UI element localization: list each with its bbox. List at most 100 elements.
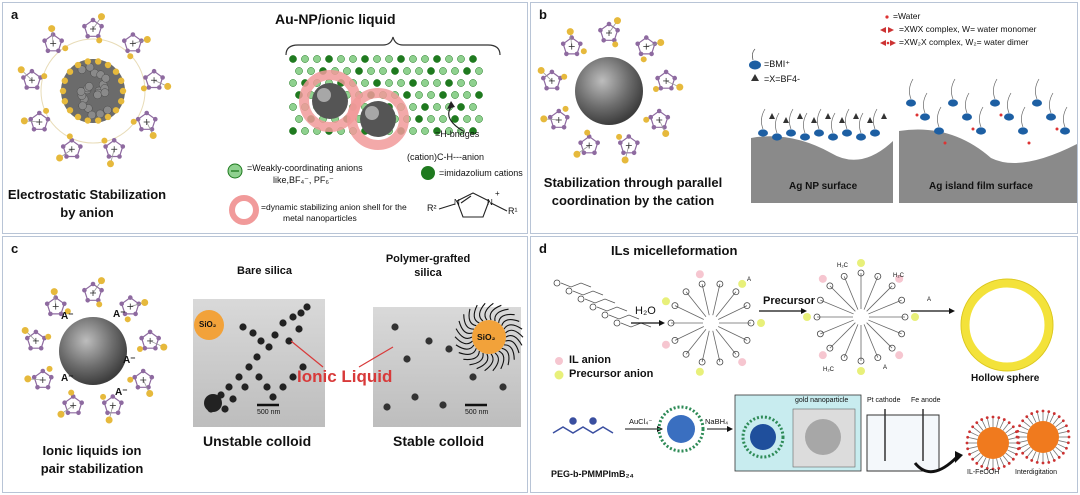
il-feooh-label: IL-FeOOH — [967, 469, 1000, 476]
panel-c-caption-line2: pair stabilization — [40, 461, 144, 476]
panel-label-b: b — [539, 7, 547, 22]
structure-n2: N — [487, 198, 493, 207]
panel-d: d — [530, 236, 1078, 493]
surface-right-label: Ag island film surface — [929, 181, 1033, 192]
precursor-label: Precursor — [763, 295, 815, 307]
gold-np-label: gold nanoparticle — [795, 397, 849, 404]
imidazolium-marker — [421, 166, 435, 180]
ionic-liquid-lattice — [289, 55, 483, 135]
panel-a-title: Au-NP/ionic liquid — [275, 11, 396, 27]
micelle-anion-mark: H₂C — [893, 273, 904, 279]
surface-left-label: Ag NP surface — [789, 181, 858, 192]
legend-anions-line2: like,BF₄⁻, PF₆⁻ — [273, 175, 334, 185]
cation-ring — [537, 17, 684, 164]
sio2-right-label: SiO₂ — [477, 332, 496, 342]
panel-b: b =BMI⁺ =X=BF4- =Water — [530, 2, 1078, 234]
anion-label: A⁻ — [61, 373, 74, 384]
sio2-bare-sphere — [194, 310, 224, 340]
polymer-micelle — [657, 405, 705, 453]
brace — [285, 36, 501, 56]
micelle-anion-mark: H₂C — [837, 263, 848, 269]
silica-aggregate — [204, 303, 311, 413]
micelle-anion-mark: A — [883, 365, 888, 371]
anion-label: A⁻ — [115, 387, 128, 398]
h2o-label: H₂O — [635, 305, 656, 317]
legend-xwx: =XWX complex, W= water monomer — [899, 24, 1037, 34]
lattice-nanoparticle-1 — [312, 83, 348, 119]
ion-pair-ring — [21, 277, 168, 424]
il-anion-label: IL anion — [569, 354, 611, 366]
panel-c: c Bare silica Polymer-grafted silica SiO… — [2, 236, 528, 493]
panel-c-graphics — [21, 277, 168, 424]
peg-label: PEG-b-PMMPImB₂₄ — [551, 469, 634, 479]
panel-label-d: d — [539, 241, 547, 256]
hollow-sphere-label: Hollow sphere — [971, 373, 1040, 384]
structure-r1: R¹ — [508, 206, 518, 216]
structure-r2: R² — [427, 203, 437, 213]
micelle-1 — [661, 270, 765, 376]
legend-cations: =imidazolium cations — [439, 168, 523, 178]
grafted-title-line1: Polymer-grafted — [385, 253, 471, 265]
aucl4-label: AuCl₄⁻ — [629, 417, 653, 426]
micelle-anion-mark: A — [927, 297, 932, 303]
anion-triangle-marker — [751, 74, 759, 81]
lattice-nanoparticle-2 — [360, 101, 396, 137]
grafted-title-line2: silica — [414, 267, 442, 279]
micelle-2 — [803, 259, 919, 375]
panel-a-graphics — [17, 13, 508, 225]
anion-label: A⁻ — [123, 355, 136, 366]
sio2-left-label: SiO₂ — [199, 320, 217, 329]
legend-ch-anion: (cation)C-H---anion — [407, 152, 485, 162]
legend-xw2x: =XW₂X complex, W₂= water dimer — [899, 37, 1029, 47]
panel-b-caption-line1: Stabilization through parallel — [543, 175, 723, 190]
nabh4-label: NaBH₄ — [705, 417, 729, 426]
legend-anions-line1: =Weakly-coordinating anions — [247, 163, 363, 173]
interdigitation-label: Interdigitation — [1015, 469, 1058, 476]
panel-c-overlay — [194, 302, 524, 413]
legend-h-bridges: =H-bridges — [435, 129, 480, 139]
electro-cell — [866, 414, 940, 472]
ionic-liquid-label: Ionic Liquid — [297, 367, 393, 386]
panel-d-title: ILs micelleformation — [611, 243, 738, 258]
colloid-sphere — [59, 317, 127, 385]
bmi-marker — [749, 60, 761, 70]
legend-bmi: =BMI⁺ — [764, 59, 791, 69]
panel-label-c: c — [11, 241, 19, 256]
ag-np-surface — [751, 136, 893, 203]
scale-label-left: 500 nm — [257, 409, 281, 416]
legend-shell-line2: metal nanoparticles — [283, 213, 357, 223]
legend-x: =X=BF4- — [764, 74, 801, 84]
panel-b-graphics — [537, 15, 1077, 203]
ag-island-surface — [899, 129, 1077, 203]
legend-shell-line1: =dynamic stabilizing anion shell for the — [261, 202, 407, 212]
peg-polymer — [552, 417, 614, 434]
panel-a-caption-line1: Electrostatic Stabilization — [7, 187, 167, 202]
panel-label-a: a — [11, 7, 19, 22]
h-bridge-arrow — [448, 106, 464, 132]
il-feooh-particles — [965, 409, 1071, 471]
precursor-anion-label: Precursor anion — [569, 368, 654, 380]
stable-colloid-label: Stable colloid — [393, 433, 485, 449]
scale-label-right: 500 nm — [465, 409, 489, 416]
precursor-anion-marker — [554, 370, 564, 380]
fe-anode-label: Fe anode — [911, 397, 941, 404]
sio2-grafted-sphere — [472, 320, 506, 354]
shell-marker — [229, 195, 259, 225]
il-anion-marker — [555, 357, 563, 365]
ionic-liquid-line-left — [290, 340, 324, 368]
unstable-colloid-label: Unstable colloid — [203, 433, 312, 449]
panel-d-graphics — [552, 259, 1071, 474]
water-marker — [885, 15, 889, 19]
legend-water: =Water — [893, 11, 921, 21]
ionic-liquid-line-right — [358, 346, 394, 368]
anion-label: A⁻ — [113, 309, 126, 320]
pt-cathode-label: Pt cathode — [867, 397, 901, 404]
surface-molecules — [758, 78, 1070, 145]
arrow-cell — [913, 455, 959, 474]
structure-n1: N — [454, 198, 460, 207]
micelle-anion-mark: H₂C — [823, 367, 834, 373]
panel-b-caption-line2: coordination by the cation — [551, 193, 715, 208]
panel-a: a — [2, 2, 528, 234]
polymer-micelle-core — [667, 415, 695, 443]
